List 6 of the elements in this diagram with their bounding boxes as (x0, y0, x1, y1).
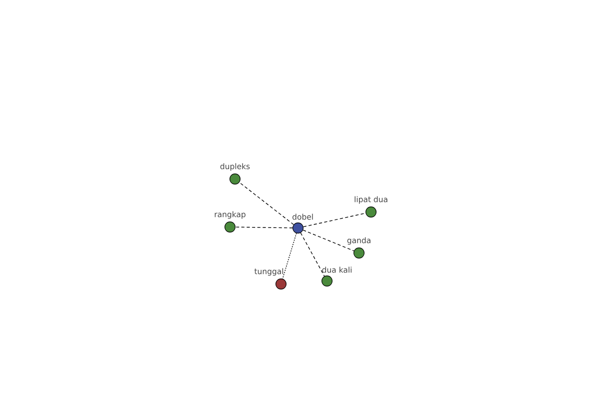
connector-line (235, 226, 293, 228)
connector-line (303, 212, 366, 228)
connector-line (302, 230, 354, 252)
connector-line (300, 232, 325, 277)
connector-line (282, 232, 297, 280)
connector-line (238, 182, 294, 225)
